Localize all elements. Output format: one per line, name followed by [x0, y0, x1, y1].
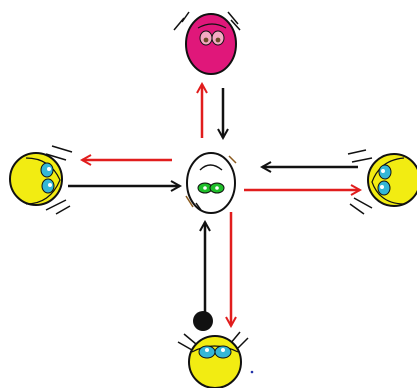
left-upper-eye [40, 162, 54, 178]
right-face-icon [347, 149, 417, 215]
right-upper-eye [378, 164, 392, 180]
right-lower-eye [377, 180, 391, 196]
blue-dot [250, 370, 254, 374]
bottom-face-icon [177, 311, 254, 388]
arrows-layer [68, 84, 360, 326]
left-lower-eye [41, 178, 55, 194]
center-face-icon [185, 152, 237, 214]
black-ball [193, 311, 213, 331]
top-face-icon [173, 11, 241, 75]
left-face-icon [9, 145, 73, 215]
